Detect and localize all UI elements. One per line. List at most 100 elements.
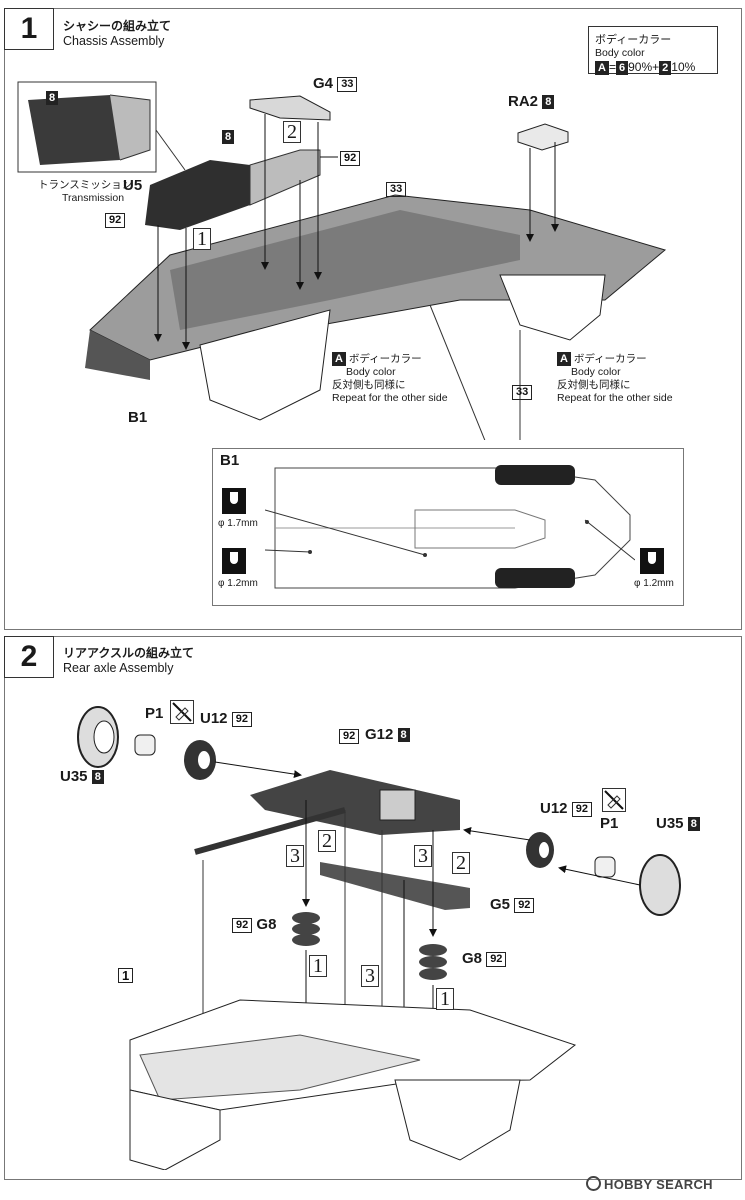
g12-label: G12 8	[365, 726, 410, 743]
ra2-code: 8	[542, 95, 555, 110]
b1-underside-drawing	[265, 465, 635, 589]
b1-label: B1	[128, 409, 148, 426]
b1-detail-title: B1	[220, 452, 240, 469]
u5-en: Transmission	[62, 192, 125, 204]
inset-code-badge: 8	[46, 90, 59, 105]
u12-left-text: U12	[200, 710, 228, 727]
code92-right: 92	[340, 150, 361, 168]
ref-1b: 1	[436, 988, 454, 1010]
g5-code: 92	[514, 897, 535, 913]
p1-right-label: P1	[600, 815, 619, 832]
u35-right-text: U35	[656, 815, 684, 832]
code92-left: 92	[105, 212, 126, 230]
u35-right-label: U35 8	[656, 815, 700, 832]
color-a-badge: A	[595, 60, 609, 75]
p1-left-part	[134, 734, 156, 756]
step1-frame	[4, 8, 742, 630]
step-ref-1: 1	[193, 228, 211, 250]
drill-3-size: φ 1.2mm	[634, 578, 674, 589]
callout-left-repeat-jp: 反対側も同様に	[332, 379, 406, 391]
drill-icon-3	[640, 548, 664, 574]
code92-top-badge: 92	[339, 729, 360, 745]
body-color-title-en: Body color	[595, 47, 645, 59]
spring-right	[419, 944, 447, 980]
ra2-part	[517, 123, 569, 151]
code92-left-badge: 92	[105, 213, 126, 229]
g8-right-code: 92	[486, 951, 507, 967]
callout-left: A ボディーカラー Body color 反対側も同様に Repeat for …	[332, 352, 448, 405]
watermark: HOBBY SEARCH	[586, 1176, 713, 1192]
g5-label: G5 92	[490, 896, 535, 913]
formula-p1: 90%	[628, 60, 653, 74]
step1-title-en: Chassis Assembly	[63, 34, 165, 48]
drill-icon-2	[222, 548, 246, 574]
no-glue-icon-right	[602, 788, 626, 812]
step1-title-jp: シャシーの組み立て	[63, 19, 172, 33]
part8-label: 8	[222, 128, 235, 146]
color-6-badge: 6	[615, 60, 629, 75]
code92-top-label: 92	[339, 728, 360, 746]
u12-right-code: 92	[571, 801, 592, 817]
callout-right-a: A	[557, 352, 571, 366]
ra2-label: RA2 8	[508, 93, 555, 110]
u12-left-label: U12 92	[200, 710, 252, 727]
u12-right-label: U12 92	[540, 800, 592, 817]
wheel-right	[639, 854, 681, 916]
u5-label: U5	[123, 177, 143, 194]
u5-jp: トランスミッション	[38, 179, 133, 191]
g8-right-text: G8	[462, 950, 483, 967]
watermark-logo-icon	[586, 1176, 601, 1191]
ref-1a: 1	[309, 955, 327, 977]
g5-part	[320, 862, 470, 910]
step1-number: 1	[4, 8, 54, 50]
step2-number: 2	[4, 636, 54, 678]
u35-left-code: 8	[91, 770, 104, 785]
u35-left-label: U35 8	[60, 768, 104, 785]
ra2-text: RA2	[508, 93, 539, 110]
step2-title-en: Rear axle Assembly	[63, 661, 174, 675]
g5-text: G5	[490, 896, 511, 913]
no-glue-icon-left	[170, 700, 194, 724]
g12-text: G12	[365, 726, 394, 743]
body-color-title-jp: ボディーカラー	[595, 34, 672, 46]
watermark-text: HOBBY SEARCH	[604, 1177, 713, 1192]
drill-icon-1	[222, 488, 246, 514]
callout-left-jp: ボディーカラー	[348, 352, 422, 365]
inset-code: 8	[46, 89, 59, 107]
part8-badge: 8	[222, 129, 235, 144]
ref-2a: 2	[318, 830, 336, 852]
g8-left-label: 92 G8	[232, 916, 276, 933]
callout-left-en: Body color	[346, 366, 396, 378]
p1-left-label: P1	[145, 705, 164, 722]
drill-2-size: φ 1.2mm	[218, 578, 258, 589]
callout-right-repeat-jp: 反対側も同様に	[557, 379, 631, 391]
ref-2b: 2	[452, 852, 470, 874]
u35-left-text: U35	[60, 768, 88, 785]
callout-right-jp: ボディーカラー	[573, 352, 647, 365]
ref-3c: 3	[361, 965, 379, 987]
step2-frame	[4, 636, 742, 1180]
g4-code: 33	[337, 76, 358, 92]
spring-left	[292, 912, 320, 946]
ref-3a: 3	[286, 845, 304, 867]
chassis-assembly-drawing	[17, 81, 667, 440]
callout-right: A ボディーカラー Body color 反対側も同様に Repeat for …	[557, 352, 673, 405]
ref-step1-label: 1	[118, 967, 134, 985]
g8-left-text: G8	[256, 916, 277, 933]
callout-left-repeat-en: Repeat for the other side	[332, 392, 448, 404]
u12-right-text: U12	[540, 800, 568, 817]
drill-1-size: φ 1.7mm	[218, 518, 258, 529]
step-ref-2: 2	[283, 121, 301, 143]
code92-right-badge: 92	[340, 151, 361, 167]
code33-top-badge: 33	[386, 182, 407, 198]
ref-3b: 3	[414, 845, 432, 867]
p1-right-part	[594, 856, 616, 878]
formula-p2: 10%	[671, 60, 696, 74]
transmission-part	[145, 160, 250, 230]
g4-part	[249, 95, 331, 121]
formula-plus: +	[652, 60, 660, 74]
ref-step1-badge: 1	[118, 968, 134, 984]
g4-text: G4	[313, 75, 334, 92]
